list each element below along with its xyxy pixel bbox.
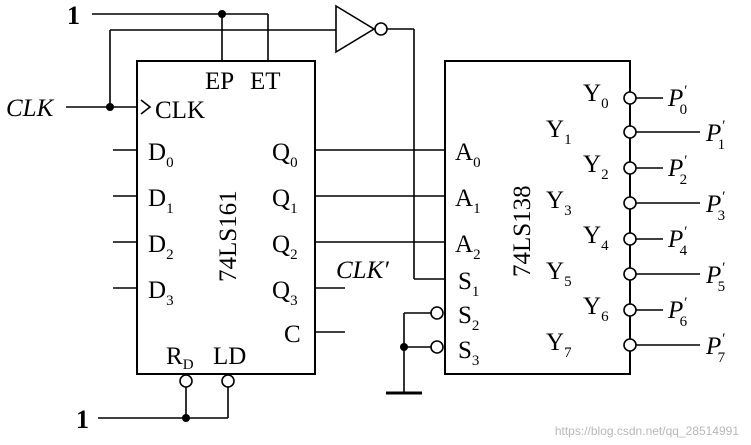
pin-d0: D0 — [148, 139, 174, 171]
pin-et: ET — [250, 68, 281, 95]
s3-bubble — [430, 340, 444, 354]
logic-one-top: 1 — [67, 1, 80, 30]
chip-name-74ls138: 74LS138 — [509, 185, 536, 277]
pin-rd: RD — [166, 343, 194, 373]
clk-prime-label: CLK′ — [336, 257, 389, 284]
y1-bubble — [623, 125, 637, 139]
output-p0: P′0 — [667, 83, 687, 118]
pin-y5: Y5 — [546, 258, 572, 290]
output-p6: P′6 — [667, 295, 688, 330]
logic-one-bottom: 1 — [76, 405, 89, 434]
pin-d1: D1 — [148, 185, 174, 217]
chip-74ls161 — [136, 60, 316, 375]
pin-a0: A0 — [455, 139, 481, 171]
pin-c: C — [284, 321, 301, 348]
chip-74ls138 — [444, 60, 631, 375]
s2-bubble — [430, 306, 444, 320]
pin-ld: LD — [213, 343, 246, 370]
ld-bubble — [221, 374, 235, 388]
y7-bubble — [623, 338, 637, 352]
output-p5: P′5 — [705, 260, 725, 295]
output-p3: P′3 — [705, 189, 725, 224]
clk-input-label: CLK — [6, 95, 55, 122]
pin-y1: Y1 — [546, 116, 572, 148]
pin-s1: S1 — [458, 268, 479, 300]
inverter-gate — [335, 4, 376, 54]
y4-bubble — [623, 232, 637, 246]
output-p2: P′2 — [667, 153, 687, 188]
pin-q0: Q0 — [272, 139, 298, 171]
pin-s3: S3 — [458, 337, 479, 369]
pin-y2: Y2 — [583, 151, 609, 183]
output-p7: P′7 — [705, 331, 726, 366]
pin-clk: CLK — [155, 97, 205, 124]
watermark: https://blog.csdn.net/qq_28514991 — [555, 424, 739, 438]
pin-d2: D2 — [148, 231, 174, 263]
output-p4: P′4 — [667, 224, 688, 259]
pin-ep: EP — [205, 68, 234, 95]
pin-y0: Y0 — [583, 80, 609, 112]
rd-bubble — [179, 374, 193, 388]
pin-a1: A1 — [455, 185, 481, 217]
clock-edge-triangle — [140, 99, 152, 115]
pin-y4: Y4 — [583, 222, 609, 254]
chip-name-74ls161: 74LS161 — [215, 190, 242, 282]
pin-y7: Y7 — [546, 329, 572, 361]
pin-q3: Q3 — [272, 277, 298, 309]
pin-s2: S2 — [458, 302, 479, 334]
junction-rd — [182, 414, 190, 422]
junction-s3 — [400, 343, 408, 351]
y3-bubble — [623, 196, 637, 210]
y5-bubble — [623, 267, 637, 281]
y0-bubble — [623, 91, 637, 105]
pin-q2: Q2 — [272, 231, 298, 263]
pin-q1: Q1 — [272, 185, 298, 217]
output-p1: P′1 — [705, 118, 725, 153]
y2-bubble — [623, 161, 637, 175]
pin-d3: D3 — [148, 277, 174, 309]
pin-y3: Y3 — [546, 187, 572, 219]
inverter-bubble — [374, 22, 388, 36]
pin-a2: A2 — [455, 231, 481, 263]
pin-y6: Y6 — [583, 293, 609, 325]
y6-bubble — [623, 303, 637, 317]
